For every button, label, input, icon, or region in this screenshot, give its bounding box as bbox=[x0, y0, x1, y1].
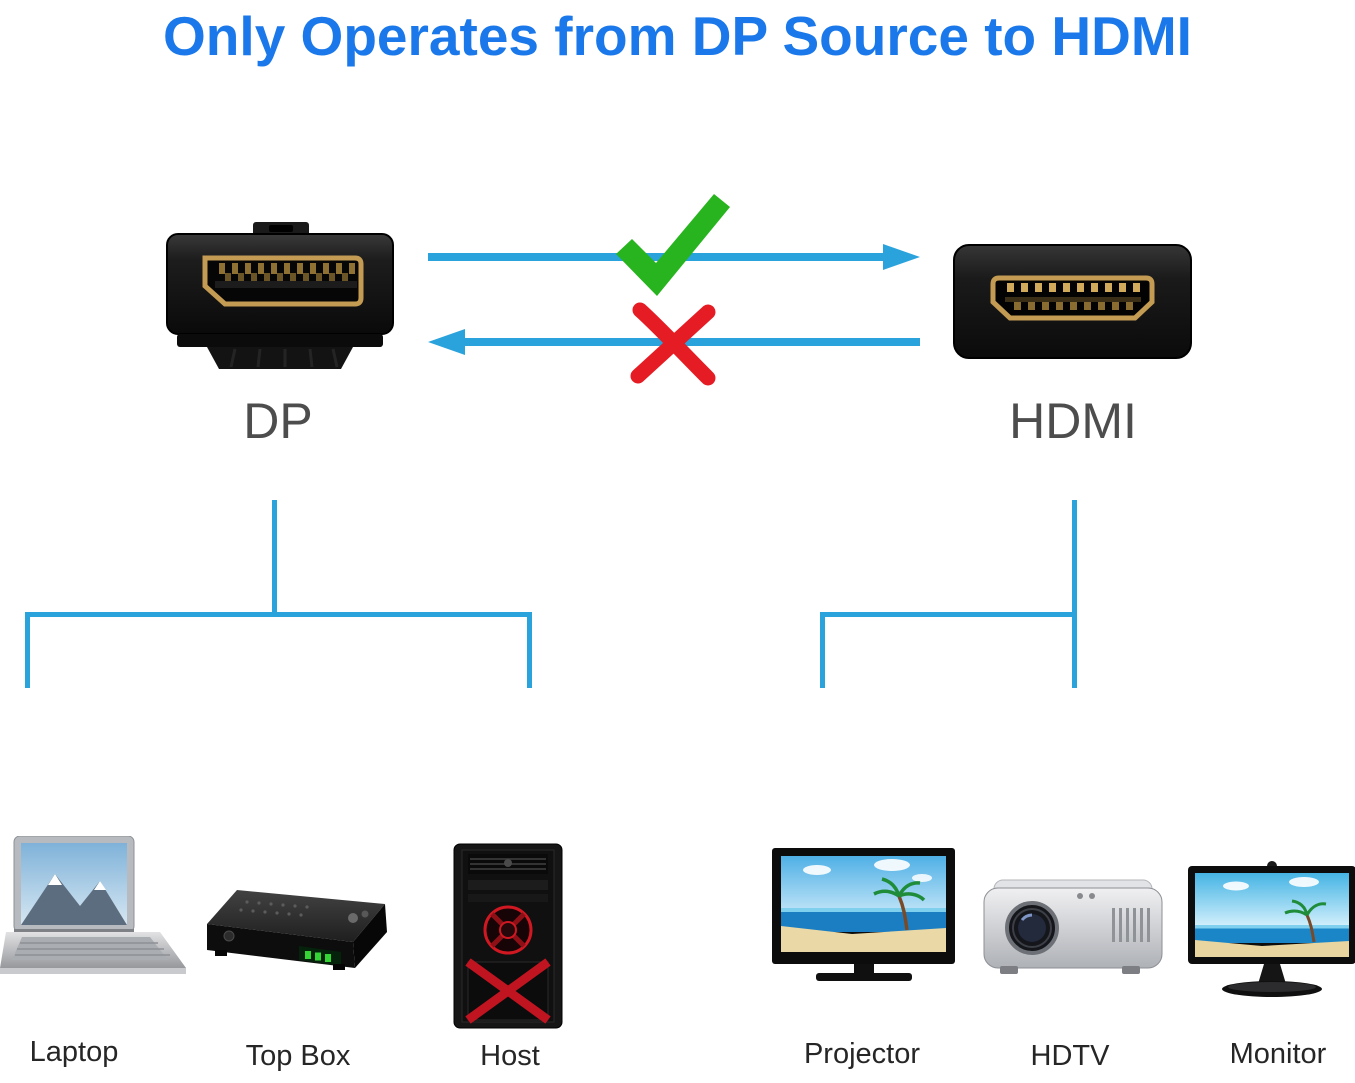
tv-icon bbox=[772, 848, 955, 981]
dp-branch-horizontal-line bbox=[25, 612, 532, 617]
hdmi-branch-stem-line bbox=[1072, 500, 1077, 688]
page-title: Only Operates from DP Source to HDMI bbox=[163, 5, 1192, 67]
dp-branch-left-drop-line bbox=[25, 612, 30, 688]
right-arrow-icon bbox=[428, 244, 920, 270]
hdmi-connector-icon bbox=[953, 244, 1192, 359]
set-top-box-icon bbox=[207, 890, 387, 970]
device-label-top-box: Top Box bbox=[245, 1040, 351, 1072]
dp-label: DP bbox=[243, 393, 313, 449]
check-icon bbox=[616, 194, 730, 296]
dp-branch-stem-line bbox=[272, 500, 277, 617]
displayport-connector-icon bbox=[166, 222, 394, 369]
device-label-projector: Projector bbox=[803, 1038, 921, 1070]
pc-tower-icon bbox=[453, 843, 563, 1029]
dp-branch-right-drop-line bbox=[527, 612, 532, 688]
monitor-icon bbox=[1188, 861, 1355, 997]
device-label-host: Host bbox=[480, 1040, 540, 1072]
hdmi-branch-left-drop-line bbox=[820, 612, 825, 688]
hdmi-label: HDMI bbox=[1009, 393, 1137, 449]
hdmi-branch-horizontal-line bbox=[820, 612, 1077, 617]
device-label-hdtv: HDTV bbox=[1030, 1040, 1110, 1072]
cross-icon bbox=[630, 302, 716, 386]
device-label-laptop: Laptop bbox=[29, 1036, 119, 1068]
laptop-icon bbox=[0, 836, 186, 974]
device-label-monitor: Monitor bbox=[1229, 1038, 1327, 1070]
projector-icon bbox=[983, 879, 1163, 974]
left-arrow-icon bbox=[428, 329, 920, 355]
